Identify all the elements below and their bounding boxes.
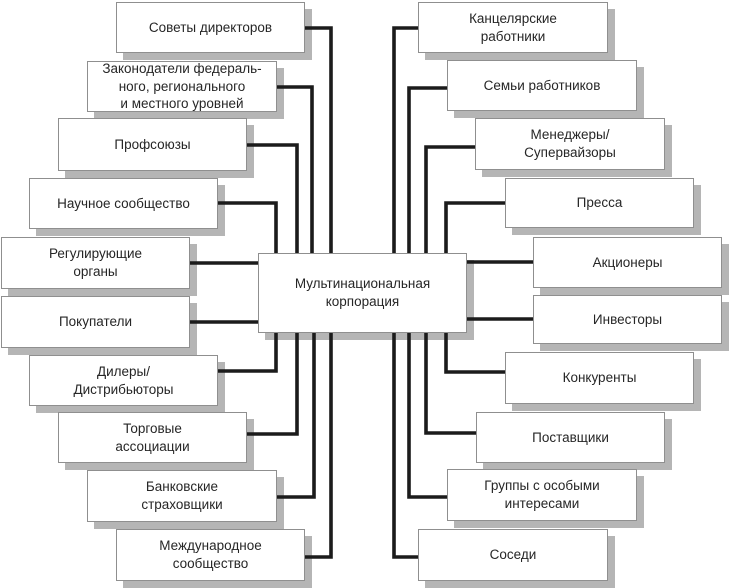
connector-bank-insurers [277,333,316,499]
node-clerical-workers: Канцелярские работники [418,2,608,53]
node-suppliers: Поставщики [476,412,665,463]
connector-managers-supervisors [424,145,475,253]
node-multinational-corporation: Мультинациональная корпорация [258,253,467,333]
node-label: Инвесторы [592,311,663,327]
node-label: Регулирующие органы [48,246,143,279]
node-label: Советы директоров [148,19,273,35]
node-label: Законодатели федераль- ного, регионально… [102,61,262,112]
node-label: Канцелярские работники [469,10,557,44]
node-label: Профсоюзы [114,136,191,152]
node-employee-families: Семьи работников [447,60,637,111]
connector-trade-associations [247,333,299,436]
node-label: Международное сообщество [159,538,262,571]
connector-clerical-workers [392,26,418,253]
node-buyers: Покупатели [1,296,190,348]
node-competitors: Конкуренты [505,352,694,404]
node-trade-unions: Профсоюзы [58,118,247,171]
connector-scientific-community [218,201,278,253]
node-label: Группы с особыми интересами [484,478,600,511]
node-label: Банковские страховщики [141,479,223,512]
node-trade-associations: Торговые ассоциации [58,412,247,463]
node-shareholders: Акционеры [533,237,722,288]
node-neighbors: Соседи [418,529,608,581]
node-label: Пресса [576,195,623,211]
connector-boards-of-directors [305,26,333,253]
connector-special-interest-groups [407,333,447,499]
node-label: Мультинациональная корпорация [294,276,431,309]
node-label: Покупатели [58,314,133,330]
node-label: Поставщики [532,429,609,445]
node-bank-insurers: Банковские страховщики [87,470,277,522]
connector-neighbors [392,333,418,559]
connector-competitors [444,333,505,374]
connector-dealers-distributors [218,333,278,373]
node-boards-of-directors: Советы директоров [116,2,305,53]
connector-trade-unions [247,143,299,253]
node-regulatory-bodies: Регулирующие органы [1,237,190,289]
node-label: Научное сообщество [57,195,190,211]
node-label: Торговые ассоциации [115,420,190,454]
connector-legislators [277,85,314,253]
connector-employee-families [407,86,447,253]
node-label: Дилеры/ Дистрибьюторы [73,363,174,397]
node-investors: Инвесторы [533,295,722,344]
connector-press [444,201,505,253]
node-label: Семьи работников [483,77,601,93]
connector-suppliers [424,333,476,435]
node-managers-supervisors: Менеджеры/ Супервайзоры [475,118,665,170]
node-dealers-distributors: Дилеры/ Дистрибьюторы [29,355,218,406]
node-international-community: Международное сообщество [116,529,305,581]
node-scientific-community: Научное сообщество [29,178,218,229]
node-legislators: Законодатели федераль- ного, регионально… [87,61,277,112]
node-press: Пресса [505,178,694,228]
node-label: Конкуренты [562,370,637,386]
node-label: Соседи [489,547,537,563]
connector-international-community [305,333,333,559]
node-label: Менеджеры/ Супервайзоры [524,127,616,160]
node-label: Акционеры [592,254,663,270]
node-special-interest-groups: Группы с особыми интересами [447,469,637,521]
